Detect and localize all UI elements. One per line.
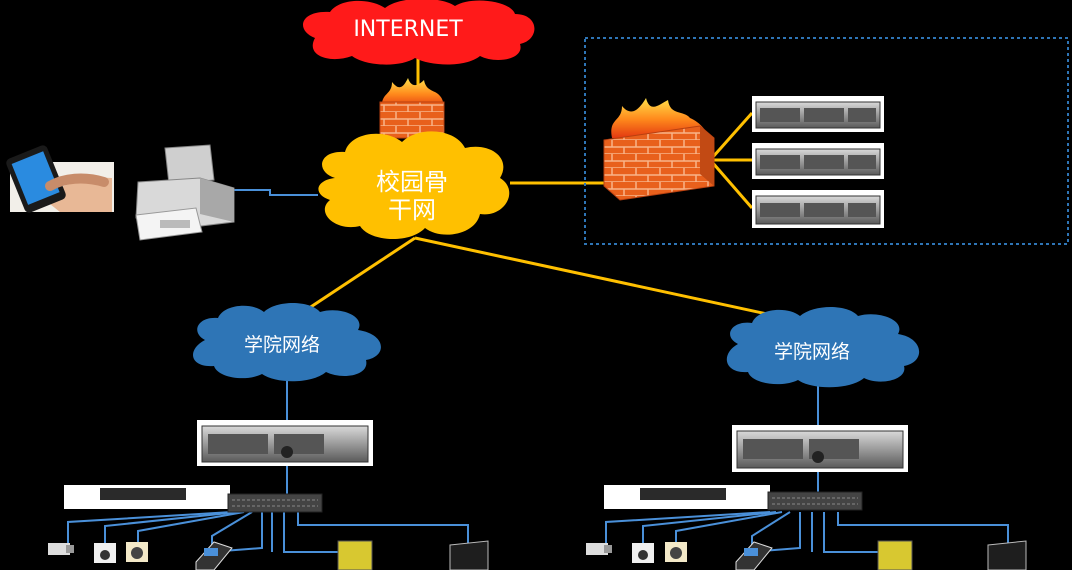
- camera-icon: [586, 543, 612, 555]
- core-server-icon: [732, 425, 908, 472]
- printer-icon: [135, 144, 235, 241]
- dmz-server3-link: [710, 161, 754, 209]
- controller-board-icon: [337, 540, 373, 570]
- college-right-label: 学院网络: [774, 341, 850, 363]
- dmz-server1-link: [710, 112, 754, 159]
- access-control-icon: [195, 541, 233, 570]
- switch-icon: [227, 493, 323, 513]
- dome-camera-icon: [632, 543, 654, 563]
- internet-cloud: INTERNET: [303, 0, 535, 65]
- display-panel-icon: [449, 540, 489, 570]
- firewall-icon: [379, 78, 445, 139]
- server-icon: [752, 96, 884, 132]
- dmz-zone-border: [584, 37, 1069, 245]
- college-cloud-left: 学院网络: [193, 303, 381, 382]
- switch-icon: [767, 491, 863, 511]
- printer-link: [234, 189, 318, 196]
- dome-camera-icon: [126, 542, 148, 562]
- display-panel-icon: [987, 540, 1027, 570]
- nvr-icon: [604, 485, 770, 509]
- dome-camera-icon: [94, 543, 116, 563]
- access-control-icon: [735, 541, 773, 570]
- college-left: 学院网络: [48, 303, 489, 570]
- dome-camera-icon: [665, 542, 687, 562]
- college-cloud-right: 学院网络: [726, 307, 920, 388]
- backbone-college-right-link: [414, 236, 819, 327]
- college-right: 学院网络: [586, 307, 1027, 570]
- camera-icon: [48, 543, 74, 555]
- dmz-firewall-icon: [603, 98, 715, 201]
- dmz-servers: [752, 96, 884, 228]
- backbone-label-line2: 干网: [388, 196, 436, 224]
- controller-board-icon: [877, 540, 913, 570]
- phone-icon: [6, 145, 114, 213]
- internet-label: INTERNET: [353, 17, 463, 42]
- nvr-icon: [64, 485, 230, 509]
- backbone-label-line1: 校园骨: [376, 168, 448, 196]
- server-icon: [752, 143, 884, 179]
- college-left-label: 学院网络: [244, 334, 320, 356]
- core-server-icon: [197, 420, 373, 466]
- backbone-cloud: 校园骨 干网: [318, 131, 510, 240]
- server-icon: [752, 190, 884, 228]
